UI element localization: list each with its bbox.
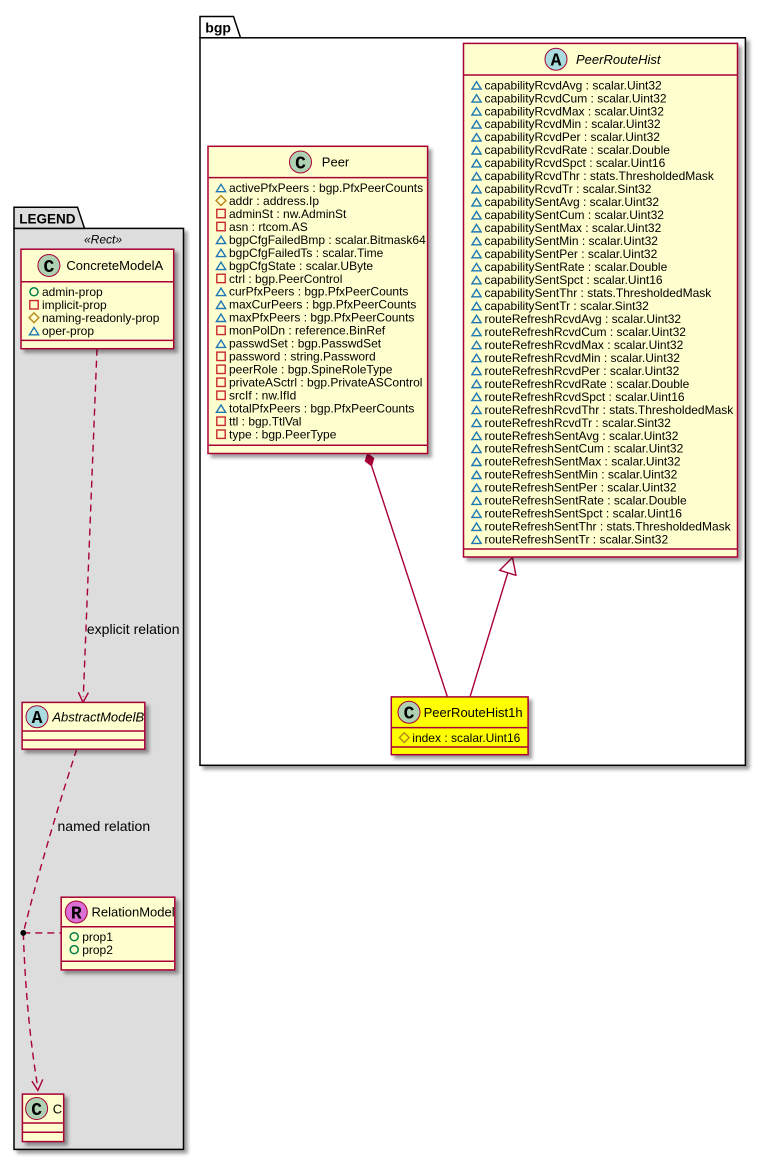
svg-text:AbstractModelB: AbstractModelB: [51, 709, 144, 724]
svg-text:implicit-prop: implicit-prop: [42, 298, 107, 312]
svg-text:addr : address.Ip: addr : address.Ip: [229, 194, 319, 208]
svg-text:routeRefreshSentCum : scalar.U: routeRefreshSentCum : scalar.Uint32: [485, 442, 684, 456]
svg-text:asn : rtcom.AS: asn : rtcom.AS: [229, 220, 308, 234]
svg-text:capabilityRcvdSpct : scalar.Ui: capabilityRcvdSpct : scalar.Uint16: [485, 156, 666, 170]
svg-text:routeRefreshSentPer : scalar.U: routeRefreshSentPer : scalar.Uint32: [485, 481, 677, 495]
svg-text:srcIf : nw.IfId: srcIf : nw.IfId: [229, 389, 296, 403]
svg-text:adminSt : nw.AdminSt: adminSt : nw.AdminSt: [229, 207, 347, 221]
svg-text:R: R: [71, 904, 82, 924]
svg-text:capabilitySentMax : scalar.Uin: capabilitySentMax : scalar.Uint32: [485, 221, 662, 235]
svg-text:routeRefreshSentMax : scalar.U: routeRefreshSentMax : scalar.Uint32: [485, 455, 681, 469]
svg-text:routeRefreshSentMin : scalar.U: routeRefreshSentMin : scalar.Uint32: [485, 468, 678, 482]
svg-text:bgpCfgState : scalar.UByte: bgpCfgState : scalar.UByte: [229, 259, 373, 273]
svg-text:LEGEND: LEGEND: [19, 211, 76, 226]
svg-text:explicit relation: explicit relation: [87, 621, 180, 637]
svg-text:curPfxPeers : bgp.PfxPeerCount: curPfxPeers : bgp.PfxPeerCounts: [229, 285, 408, 299]
svg-text:type : bgp.PeerType: type : bgp.PeerType: [229, 428, 337, 442]
svg-text:capabilityRcvdMin : scalar.Uin: capabilityRcvdMin : scalar.Uint32: [485, 117, 661, 131]
svg-text:peerRole : bgp.SpineRoleType: peerRole : bgp.SpineRoleType: [229, 363, 393, 377]
svg-text:routeRefreshRcvdTr : scalar.Si: routeRefreshRcvdTr : scalar.Sint32: [485, 416, 672, 430]
svg-text:bgp: bgp: [205, 20, 231, 36]
svg-text:maxCurPeers : bgp.PfxPeerCount: maxCurPeers : bgp.PfxPeerCounts: [229, 298, 416, 312]
svg-text:ctrl : bgp.PeerControl: ctrl : bgp.PeerControl: [229, 272, 342, 286]
svg-text:admin-prop: admin-prop: [42, 285, 103, 299]
svg-text:capabilityRcvdThr : stats.Thre: capabilityRcvdThr : stats.ThresholdedMas…: [485, 169, 715, 183]
svg-text:activePfxPeers : bgp.PfxPeerCo: activePfxPeers : bgp.PfxPeerCounts: [229, 181, 423, 195]
svg-text:prop2: prop2: [82, 943, 113, 957]
svg-text:privateASctrl : bgp.PrivateASC: privateASctrl : bgp.PrivateASControl: [229, 376, 422, 390]
svg-text:bgpCfgFailedBmp : scalar.Bitma: bgpCfgFailedBmp : scalar.Bitmask64: [229, 233, 426, 247]
svg-text:capabilityRcvdCum : scalar.Uin: capabilityRcvdCum : scalar.Uint32: [485, 91, 667, 105]
svg-text:capabilitySentPer : scalar.Uin: capabilitySentPer : scalar.Uint32: [485, 247, 658, 261]
svg-text:capabilitySentThr : stats.Thre: capabilitySentThr : stats.ThresholdedMas…: [485, 286, 713, 300]
svg-text:capabilityRcvdRate : scalar.Do: capabilityRcvdRate : scalar.Double: [485, 143, 671, 157]
svg-text:routeRefreshRcvdMin : scalar.U: routeRefreshRcvdMin : scalar.Uint32: [485, 351, 681, 365]
svg-text:C: C: [43, 258, 54, 278]
svg-text:routeRefreshRcvdRate : scalar.: routeRefreshRcvdRate : scalar.Double: [485, 377, 690, 391]
svg-text:routeRefreshRcvdPer : scalar.U: routeRefreshRcvdPer : scalar.Uint32: [485, 364, 680, 378]
svg-text:ttl : bgp.TtlVal: ttl : bgp.TtlVal: [229, 415, 301, 429]
svg-text:routeRefreshRcvdAvg : scalar.U: routeRefreshRcvdAvg : scalar.Uint32: [485, 312, 682, 326]
svg-text:capabilitySentCum : scalar.Uin: capabilitySentCum : scalar.Uint32: [485, 208, 665, 222]
svg-text:oper-prop: oper-prop: [42, 324, 94, 338]
svg-text:capabilityRcvdPer : scalar.Uin: capabilityRcvdPer : scalar.Uint32: [485, 130, 661, 144]
svg-text:capabilitySentMin : scalar.Uin: capabilitySentMin : scalar.Uint32: [485, 234, 659, 248]
svg-text:RelationModel: RelationModel: [92, 905, 175, 920]
svg-text:capabilitySentRate : scalar.Do: capabilitySentRate : scalar.Double: [485, 260, 668, 274]
svg-text:maxPfxPeers : bgp.PfxPeerCount: maxPfxPeers : bgp.PfxPeerCounts: [229, 311, 414, 325]
svg-text:index : scalar.Uint16: index : scalar.Uint16: [412, 731, 520, 745]
svg-text:A: A: [551, 52, 562, 72]
svg-text:routeRefreshRcvdSpct : scalar.: routeRefreshRcvdSpct : scalar.Uint16: [485, 390, 685, 404]
svg-text:capabilityRcvdAvg : scalar.Uin: capabilityRcvdAvg : scalar.Uint32: [485, 78, 663, 92]
svg-text:routeRefreshSentAvg : scalar.U: routeRefreshSentAvg : scalar.Uint32: [485, 429, 679, 443]
svg-text:routeRefreshSentTr : scalar.Si: routeRefreshSentTr : scalar.Sint32: [485, 533, 669, 547]
svg-text:A: A: [32, 709, 43, 729]
svg-text:C: C: [404, 705, 415, 725]
svg-text:capabilityRcvdMax : scalar.Uin: capabilityRcvdMax : scalar.Uint32: [485, 104, 665, 118]
svg-text:bgpCfgFailedTs : scalar.Time: bgpCfgFailedTs : scalar.Time: [229, 246, 384, 260]
svg-text:routeRefreshRcvdCum : scalar.U: routeRefreshRcvdCum : scalar.Uint32: [485, 325, 687, 339]
svg-text:named relation: named relation: [58, 818, 151, 834]
svg-text:capabilitySentTr : scalar.Sint: capabilitySentTr : scalar.Sint32: [485, 299, 650, 313]
svg-text:prop1: prop1: [82, 930, 113, 944]
svg-text:monPolDn : reference.BinRef: monPolDn : reference.BinRef: [229, 324, 386, 338]
svg-text:password : string.Password: password : string.Password: [229, 350, 376, 364]
svg-text:routeRefreshSentThr : stats.Th: routeRefreshSentThr : stats.ThresholdedM…: [485, 520, 732, 534]
svg-text:ConcreteModelA: ConcreteModelA: [66, 258, 163, 273]
svg-text:PeerRouteHist: PeerRouteHist: [576, 52, 662, 67]
svg-text:routeRefreshRcvdThr : stats.Th: routeRefreshRcvdThr : stats.ThresholdedM…: [485, 403, 735, 417]
svg-text:naming-readonly-prop: naming-readonly-prop: [42, 311, 160, 325]
svg-text:capabilityRcvdTr : scalar.Sint: capabilityRcvdTr : scalar.Sint32: [485, 182, 652, 196]
svg-text:C: C: [295, 154, 306, 174]
svg-text:Peer: Peer: [322, 155, 350, 170]
svg-text:passwdSet : bgp.PasswdSet: passwdSet : bgp.PasswdSet: [229, 337, 382, 351]
svg-text:routeRefreshRcvdMax : scalar.U: routeRefreshRcvdMax : scalar.Uint32: [485, 338, 684, 352]
svg-text:totalPfxPeers : bgp.PfxPeerCou: totalPfxPeers : bgp.PfxPeerCounts: [229, 402, 414, 416]
svg-text:routeRefreshSentRate : scalar.: routeRefreshSentRate : scalar.Double: [485, 494, 687, 508]
svg-text:routeRefreshSentSpct : scalar.: routeRefreshSentSpct : scalar.Uint16: [485, 507, 683, 521]
svg-text:capabilitySentSpct : scalar.Ui: capabilitySentSpct : scalar.Uint16: [485, 273, 663, 287]
svg-text:«Rect»: «Rect»: [84, 233, 122, 247]
svg-text:capabilitySentAvg : scalar.Uin: capabilitySentAvg : scalar.Uint32: [485, 195, 660, 209]
svg-text:C: C: [53, 1101, 62, 1116]
svg-text:C: C: [31, 1101, 42, 1121]
svg-text:PeerRouteHist1h: PeerRouteHist1h: [424, 705, 523, 720]
